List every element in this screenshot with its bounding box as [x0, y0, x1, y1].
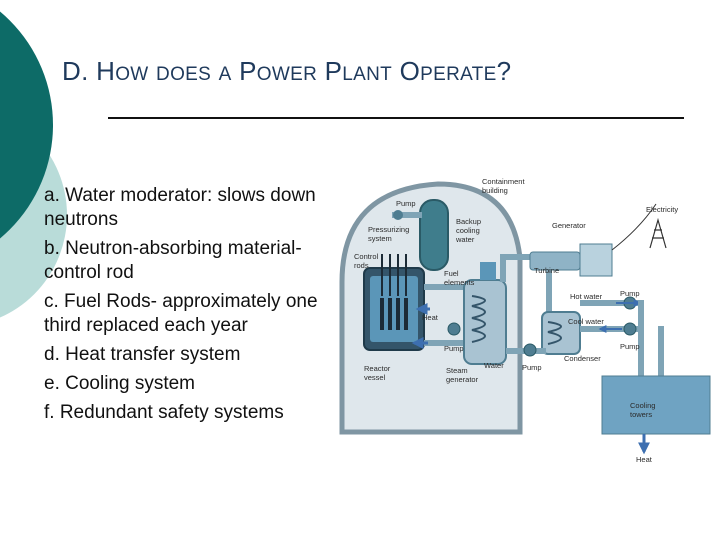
hot-water-pipe: [580, 300, 640, 306]
label-steam: Steam: [446, 366, 468, 375]
label-steam: generator: [446, 375, 479, 384]
slide-title: D. HOW DOES A POWER PLANT OPERATE?: [62, 56, 512, 86]
label-turbine: Turbine: [534, 266, 559, 275]
label-control: rods: [354, 261, 369, 270]
label-pressurizing: Pressurizing: [368, 225, 409, 234]
generator-box: [579, 243, 613, 277]
bullet-item: e. Cooling system: [44, 373, 196, 394]
label-electricity: Electricity: [646, 205, 678, 214]
label-reactor: vessel: [364, 373, 386, 382]
label-pump-top: Pump: [396, 199, 416, 208]
steam-riser: [500, 254, 506, 282]
label-control: Control: [354, 252, 379, 261]
label-hot-water: Hot water: [570, 292, 603, 301]
bullet-item: b. Neutron-absorbing material- control r…: [44, 238, 302, 283]
label-fuel: elements: [444, 278, 475, 287]
label-pump: Pump: [620, 289, 640, 298]
pump-right-mid-icon: [623, 322, 637, 336]
tower-pipe-right: [658, 326, 664, 380]
label-condenser: Condenser: [564, 354, 601, 363]
title-rule: [108, 117, 684, 119]
label-cooling: towers: [630, 410, 652, 419]
fuel-element: [404, 298, 408, 330]
label-water: Water: [484, 361, 504, 370]
bullet-item: d. Heat transfer system: [44, 344, 241, 365]
bullet-item: a. Water moderator: slows down neutrons: [44, 185, 316, 230]
steam-pipe: [500, 254, 548, 260]
tower-pipe-left: [638, 300, 644, 380]
label-generator: Generator: [552, 221, 586, 230]
steam-generator-coil: [471, 295, 486, 343]
label-backup: cooling: [456, 226, 480, 235]
decorative-circles: [0, 11, 67, 318]
label-pump: Pump: [620, 342, 640, 351]
cooling-reservoir: [601, 375, 711, 435]
power-plant-diagram: Containment building Pump Pressurizing s…: [339, 177, 711, 464]
label-cool-water: Cool water: [568, 317, 604, 326]
power-line: [611, 203, 657, 251]
containment-building: [339, 181, 523, 435]
pump-bottom-icon: [523, 343, 537, 357]
dark-teal-circle: [0, 11, 53, 239]
bullet-item: f. Redundant safety systems: [44, 402, 284, 423]
label-heat: Heat: [422, 313, 439, 322]
label-containment: Containment: [482, 177, 525, 186]
label-backup: Backup: [456, 217, 481, 226]
backup-water-tank: [480, 262, 496, 280]
pylon-icon: [649, 217, 667, 249]
fuel-element: [396, 298, 400, 330]
bullet-item: c. Fuel Rods- approximately one third re…: [44, 291, 318, 336]
label-containment: building: [482, 186, 508, 195]
label-cooling: Cooling: [630, 401, 655, 410]
pressurizer-tank: [419, 199, 449, 271]
turbine-exhaust-pipe: [546, 270, 552, 314]
pressurizer-pipe: [392, 212, 422, 218]
fuel-element: [380, 298, 384, 330]
condenser-coil: [547, 321, 562, 345]
label-pump: Pump: [444, 344, 464, 353]
bullet-list: a. Water moderator: slows down neutrons …: [44, 184, 344, 430]
label-heat: Heat: [636, 455, 653, 464]
label-pressurizing: system: [368, 234, 392, 243]
primary-return-pipe: [424, 340, 464, 346]
primary-hot-pipe: [424, 284, 464, 290]
label-backup: water: [455, 235, 475, 244]
label-reactor: Reactor: [364, 364, 391, 373]
reactor-coolant: [370, 276, 418, 342]
pump-center-icon: [447, 322, 461, 336]
fuel-element: [388, 298, 392, 330]
pump-top-icon: [393, 210, 403, 220]
label-fuel: Fuel: [444, 269, 459, 278]
label-pump: Pump: [522, 363, 542, 372]
